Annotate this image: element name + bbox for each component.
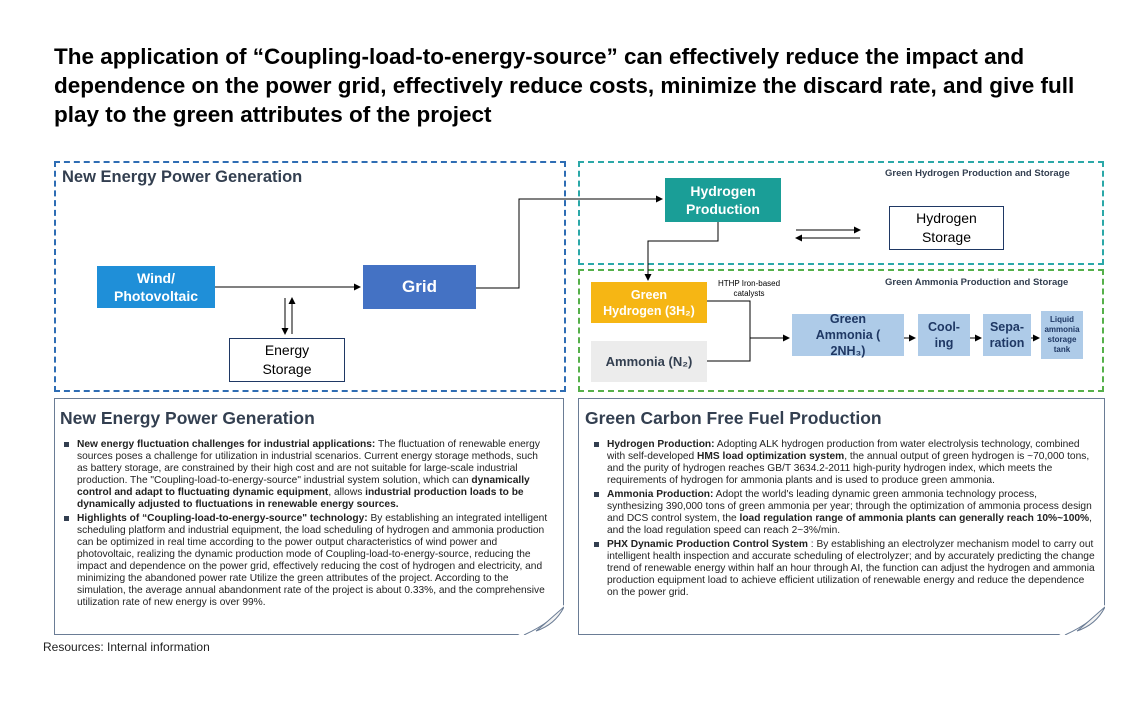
left-bullet-list: New energy fluctuation challenges for in… [64,439,550,611]
green-hydrogen-box: Green Hydrogen (3H₂) [591,282,707,323]
bullet-text: The fluctuation of renewable energy sour… [77,439,540,486]
footer-source: Resources: Internal information [43,640,210,654]
right-bullet-list: Hydrogen Production: Adopting ALK hydrog… [594,439,1095,601]
bullet-bold-text: industrial production loads to be dynami… [77,487,524,510]
separation-box: Sepa- ration [983,314,1031,356]
bullet-item: Highlights of “Coupling-load-to-energy-s… [64,513,550,609]
bullet-bold-text: load regulation range of ammonia plants … [739,513,1090,524]
ammonia-section-title: Green Ammonia Production and Storage [885,277,1069,288]
bullet-text: Adopt the world's leading dynamic green … [607,489,1092,524]
bullet-bold-text: HMS load optimization system [697,451,845,462]
new-energy-section-title: New Energy Power Generation [62,168,303,186]
hydrogen-frame [578,161,1104,265]
bullet-text: , allows [328,487,366,498]
bullet-bold-text: Highlights of “Coupling-load-to-energy-s… [77,513,368,524]
wind-photovoltaic-box: Wind/ Photovoltaic [97,266,215,308]
bullet-bold-text: New energy fluctuation challenges for in… [77,439,376,450]
hydrogen-section-title: Green Hydrogen Production and Storage [885,168,1070,179]
bullet-text: , the annual output of green hydrogen is… [607,451,1090,486]
bullet-text: , and the load regulation speed can reac… [607,513,1092,536]
cooling-box: Cool- ing [918,314,970,356]
new-energy-frame [54,161,566,392]
line-ammonia-merge [707,338,751,362]
left-text-panel [54,398,564,635]
bullet-bold-text: PHX Dynamic Production Control System [607,539,808,550]
right-text-panel [578,398,1105,635]
arrow-hydrogen-to-green [644,222,719,281]
right-panel-title: Green Carbon Free Fuel Production [585,408,882,428]
hydrogen-production-box: Hydrogen Production [665,178,781,222]
bullet-bold-text: Ammonia Production: [607,489,714,500]
bullet-item: Ammonia Production: Adopt the world's le… [594,489,1095,537]
line-green-hydrogen-merge [707,300,751,338]
bullet-bold-text: Hydrogen Production: [607,439,715,450]
hthp-catalyst-note: HTHP Iron-based catalysts [717,279,781,298]
grid-box: Grid [363,265,476,309]
page-curl-icon [1059,605,1105,635]
bullet-item: New energy fluctuation challenges for in… [64,439,550,511]
bullet-text: : By establishing an electrolyzer mechan… [607,539,1095,598]
bullet-text: Adopting ALK hydrogen production from wa… [607,439,1080,462]
green-ammonia-box: Green Ammonia ( 2NH₃) [792,312,904,358]
left-panel-title: New Energy Power Generation [60,408,315,428]
bullet-item: PHX Dynamic Production Control System : … [594,539,1095,599]
liquid-ammonia-tank-box: Liquid ammonia storage tank [1041,311,1083,359]
page-title: The application of “Coupling-load-to-ene… [54,44,1075,127]
page-curl-icon [518,605,564,635]
ammonia-frame [578,269,1104,392]
hydrogen-storage-box: Hydrogen Storage [889,206,1004,250]
bullet-item: Hydrogen Production: Adopting ALK hydrog… [594,439,1095,487]
arrow-grid-to-hydrogen [476,195,663,289]
energy-storage-box: Energy Storage [229,338,345,382]
bullet-bold-text: dynamically control and adapt to fluctua… [77,475,530,498]
bullet-text: By establishing an integrated intelligen… [77,513,548,608]
ammonia-n2-box: Ammonia (N₂) [591,341,707,382]
